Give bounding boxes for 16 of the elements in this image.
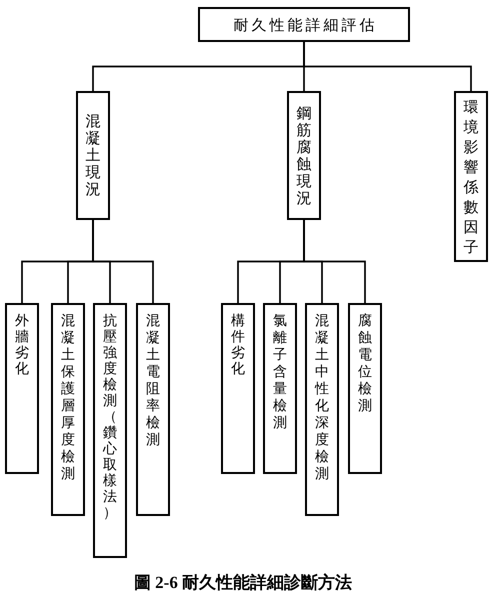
item-box: 混凝土保護層厚度檢測 bbox=[51, 303, 85, 516]
connector-line bbox=[92, 220, 154, 303]
item-box: 氯離子含量檢測 bbox=[263, 303, 297, 474]
item-box: 抗壓強度檢測（鑽心取樣法） bbox=[93, 303, 127, 558]
item-box: 腐蝕電位檢測 bbox=[348, 303, 382, 474]
item-box: 構件劣化 bbox=[221, 303, 255, 474]
item-box: 混凝土中性化深度檢測 bbox=[305, 303, 339, 516]
root-box: 耐久性能詳細評估 bbox=[198, 7, 410, 42]
caption: 圖 2-6 耐久性能詳細診斷方法 bbox=[132, 572, 354, 594]
category-box: 環境影響係數因子 bbox=[454, 91, 488, 262]
connector-line bbox=[303, 42, 472, 91]
connector-line bbox=[303, 220, 366, 303]
category-box: 混凝土現況 bbox=[76, 91, 110, 220]
item-box: 混凝土電阻率檢測 bbox=[136, 303, 170, 516]
category-box: 鋼筋腐蝕現況 bbox=[287, 91, 321, 220]
item-box: 外牆劣化 bbox=[5, 303, 39, 474]
